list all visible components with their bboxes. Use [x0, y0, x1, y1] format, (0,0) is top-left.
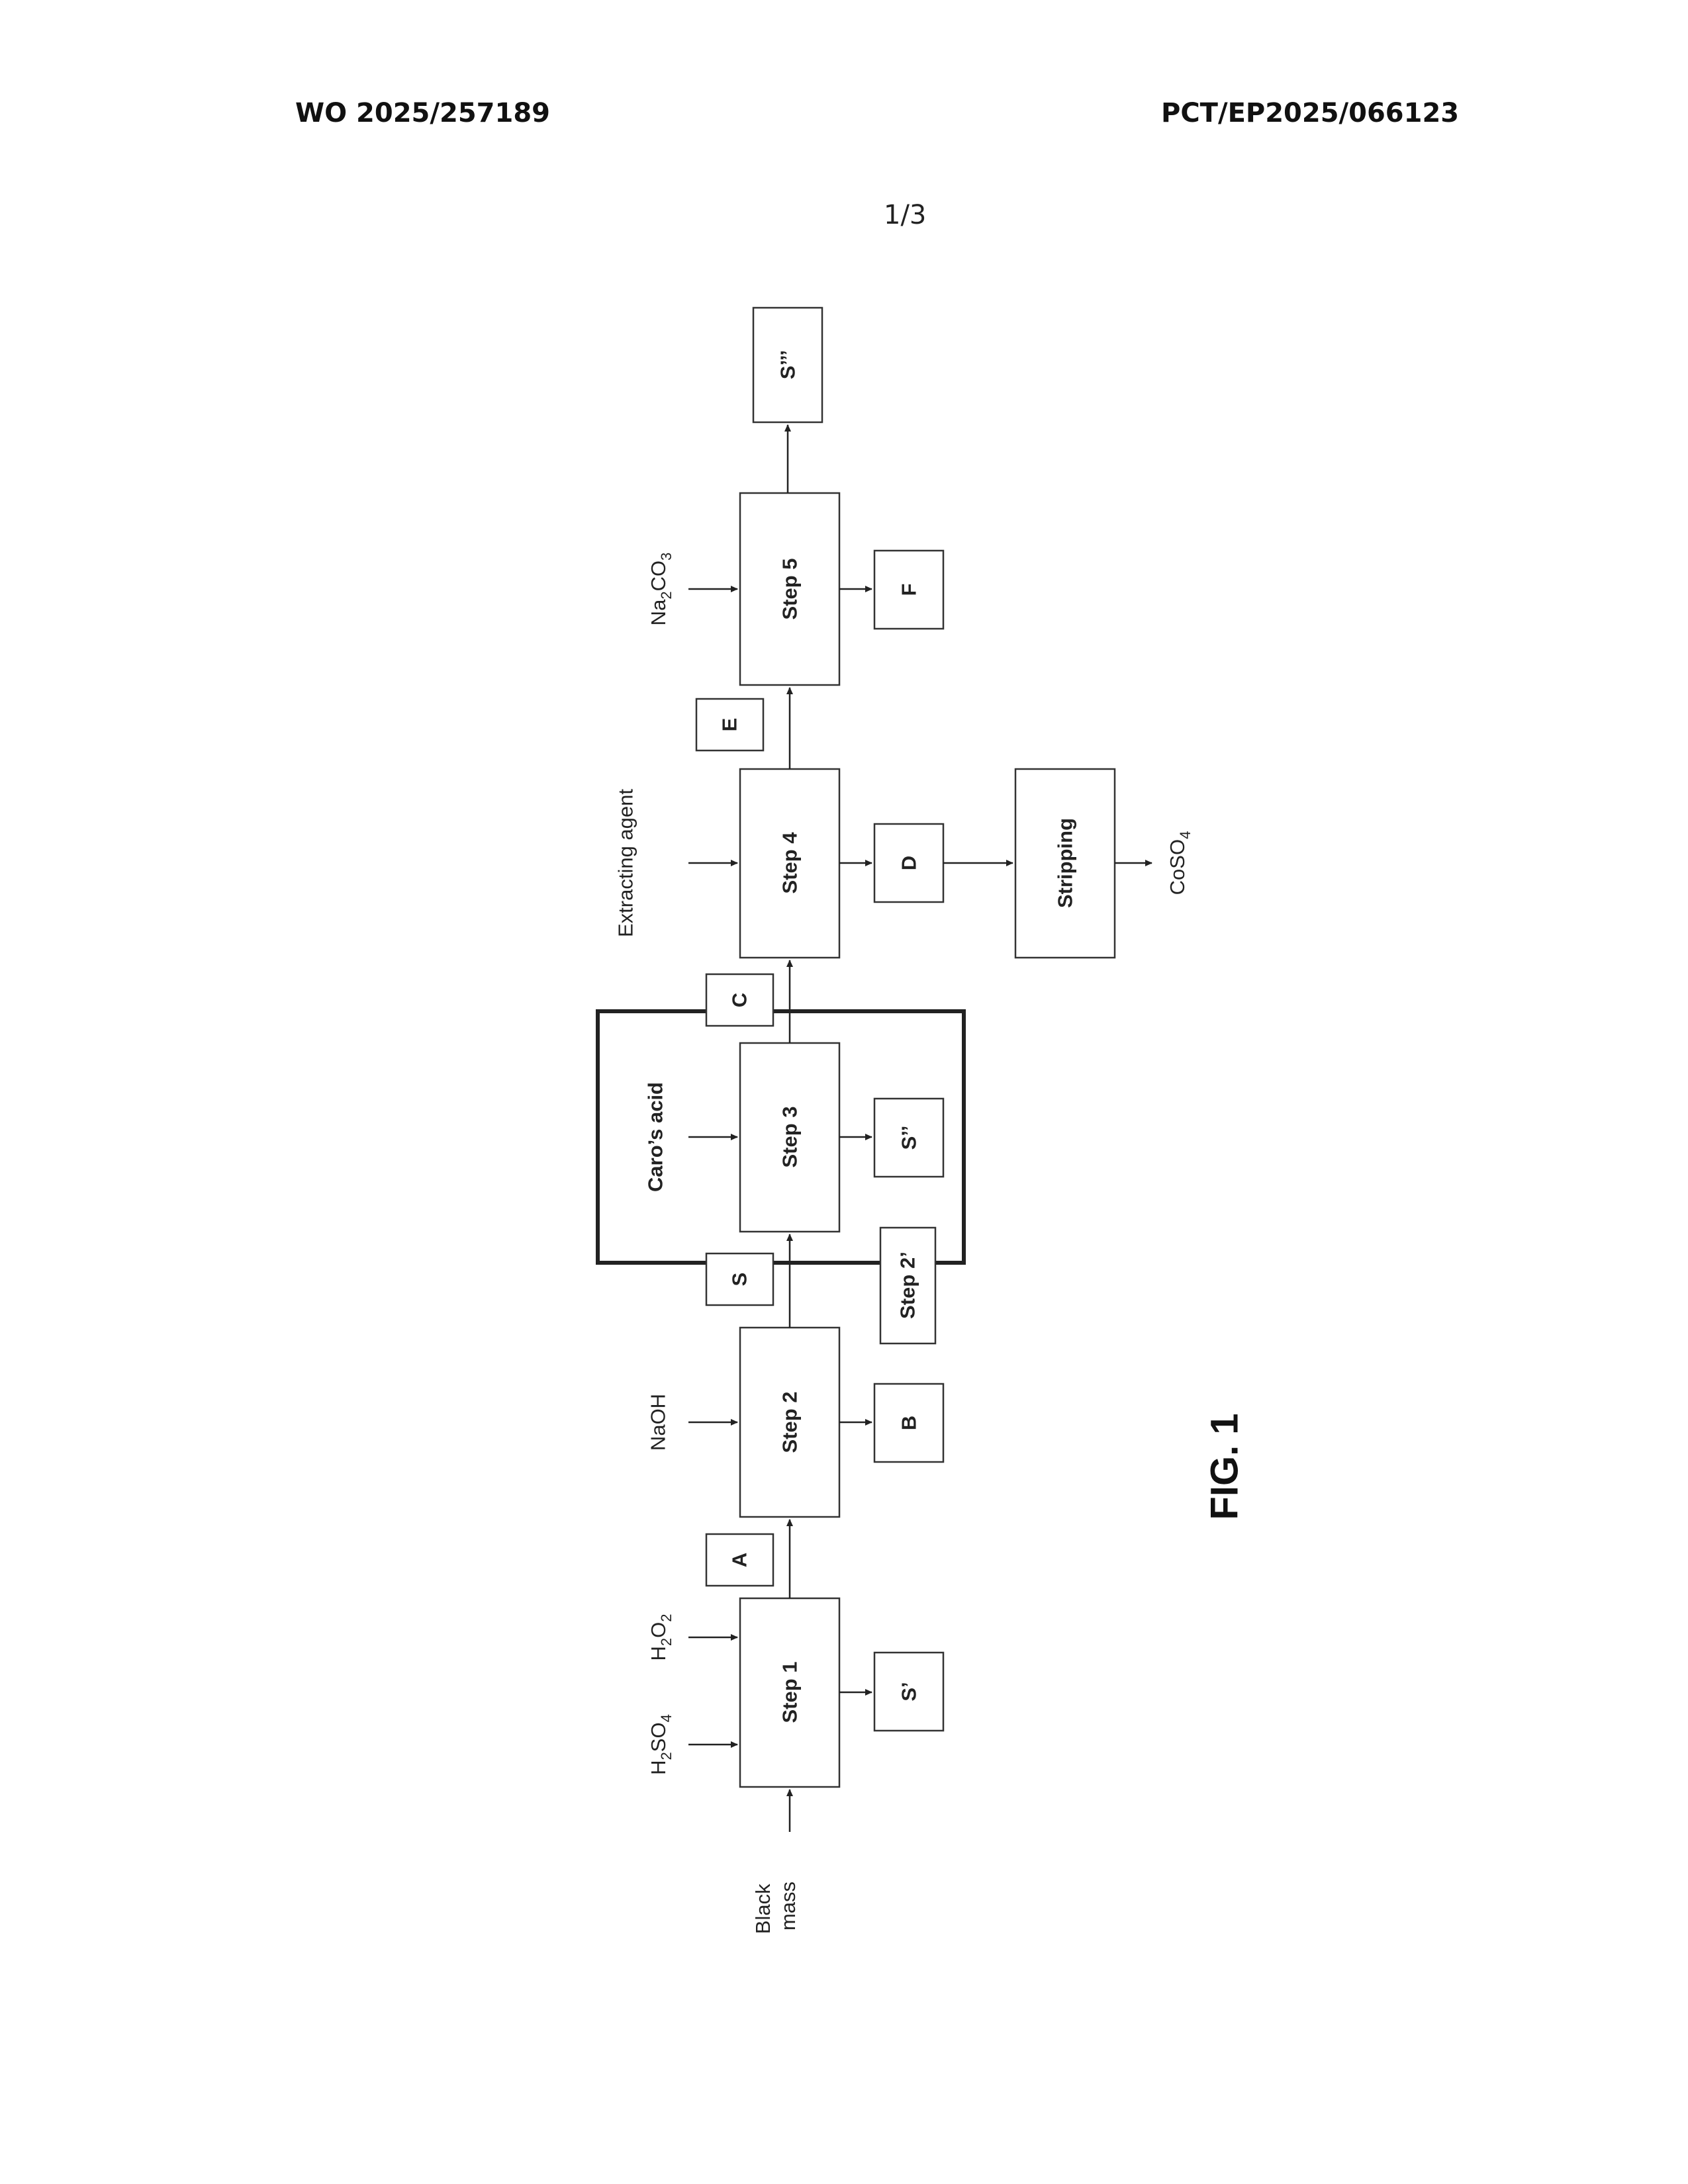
naoh-label: NaOH: [647, 1394, 670, 1451]
stripping-box: Stripping: [1015, 769, 1115, 958]
black-mass-label-group: Black mass: [751, 1878, 800, 1934]
step-5-label: Step 5: [778, 558, 802, 619]
h2so4-label: H2SO4: [647, 1714, 675, 1775]
stripping-label: Stripping: [1054, 818, 1077, 908]
stream-s-label: S: [728, 1273, 751, 1287]
stream-a-label: A: [728, 1553, 751, 1567]
coso4-label: CoSO4: [1166, 831, 1194, 895]
h2o2-label: H2O2: [647, 1614, 675, 1661]
stream-f-box: F: [874, 551, 943, 629]
stream-s-box: S: [706, 1253, 773, 1305]
step-5-box: Step 5: [740, 493, 839, 685]
stream-c-box: C: [706, 974, 773, 1026]
step-3-box: Step 3: [740, 1043, 839, 1232]
stream-a-box: A: [706, 1534, 773, 1586]
step-4-box: Step 4: [740, 769, 839, 958]
stream-d-box: D: [874, 824, 943, 902]
step-1-box: Step 1: [740, 1598, 839, 1787]
stream-s-triple-prime-box: S’’’: [753, 308, 822, 422]
stream-s-triple-prime-label: S’’’: [776, 350, 800, 379]
step-2-prime-box: Step 2’: [880, 1228, 935, 1343]
stream-f-label: F: [898, 584, 921, 596]
na2co3-label: Na2CO3: [647, 553, 675, 626]
step-2-box: Step 2: [740, 1328, 839, 1517]
stream-s-double-prime-label: S’’: [898, 1126, 921, 1150]
stream-s-prime-label: S’: [898, 1682, 921, 1701]
stream-e-label: E: [718, 718, 741, 732]
step-2-prime-label: Step 2’: [896, 1251, 919, 1319]
stream-b-box: B: [874, 1384, 943, 1462]
stream-s-prime-box: S’: [874, 1653, 943, 1731]
stream-c-label: C: [728, 993, 751, 1007]
figure-caption: FIG. 1: [1203, 1413, 1246, 1520]
step-3-label: Step 3: [778, 1106, 802, 1167]
caros-acid-label: Caro’s acid: [644, 1082, 667, 1192]
step-1-label: Step 1: [778, 1661, 802, 1723]
stream-s-double-prime-box: S’’: [874, 1099, 943, 1177]
stream-b-label: B: [898, 1416, 921, 1430]
step-4-label: Step 4: [778, 832, 802, 894]
extracting-agent-label: Extracting agent: [614, 789, 637, 937]
step-2-label: Step 2: [778, 1391, 802, 1453]
stream-e-box: E: [696, 699, 763, 751]
black-mass-label: Black mass: [751, 1878, 800, 1934]
stream-d-label: D: [898, 856, 921, 870]
